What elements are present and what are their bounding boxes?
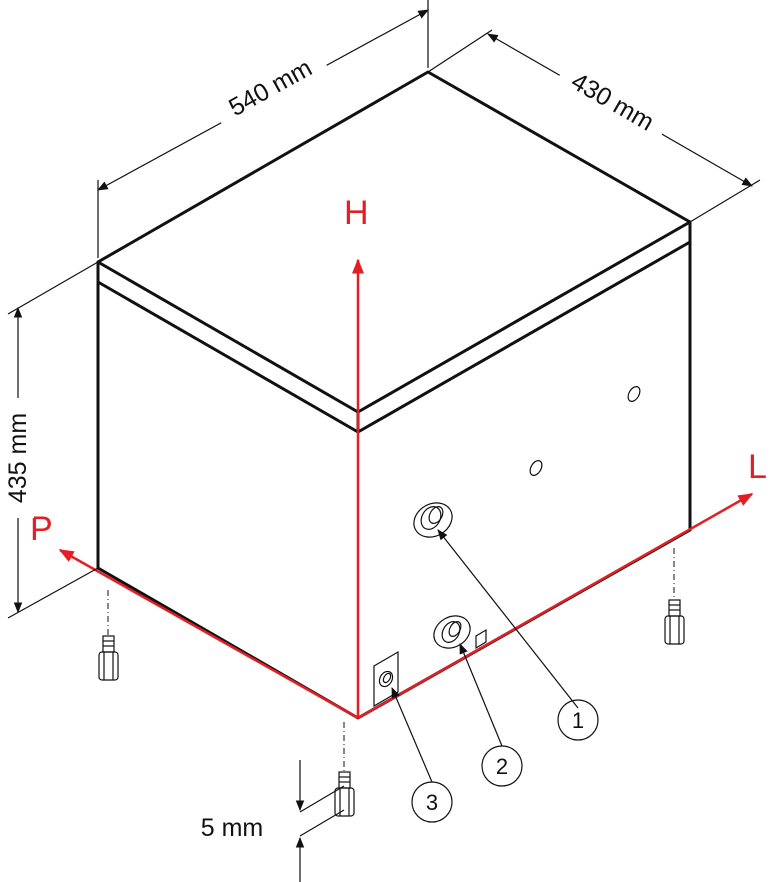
- h-axis-label: H: [344, 194, 369, 232]
- height-label: 435 mm: [4, 413, 32, 503]
- foot-left: [98, 590, 119, 681]
- callout-3-label: 3: [426, 790, 438, 815]
- p-axis: P: [30, 510, 359, 720]
- callout-1-label: 1: [572, 708, 584, 733]
- dimension-height: 435 mm: [4, 261, 99, 619]
- connector-2: [433, 615, 487, 650]
- l-axis-line: [357, 492, 754, 720]
- callout-3: 3: [411, 781, 453, 823]
- hole-icon: [627, 386, 641, 402]
- l-axis: L: [357, 448, 767, 720]
- leader-lines: [391, 529, 579, 783]
- hole-icon: [529, 460, 543, 476]
- h-axis: H: [344, 194, 369, 718]
- callout-2: 2: [481, 745, 523, 787]
- face-holes: [529, 386, 641, 476]
- callout-1: 1: [557, 699, 599, 741]
- foot-front: [334, 722, 355, 817]
- l-axis-label: L: [748, 448, 767, 486]
- p-axis-line: [58, 548, 359, 720]
- foot-right: [664, 548, 685, 645]
- callout-2-label: 2: [496, 754, 508, 779]
- dimension-foot: 5 mm: [201, 760, 345, 882]
- foot-label: 5 mm: [201, 814, 264, 842]
- p-axis-label: P: [30, 510, 53, 548]
